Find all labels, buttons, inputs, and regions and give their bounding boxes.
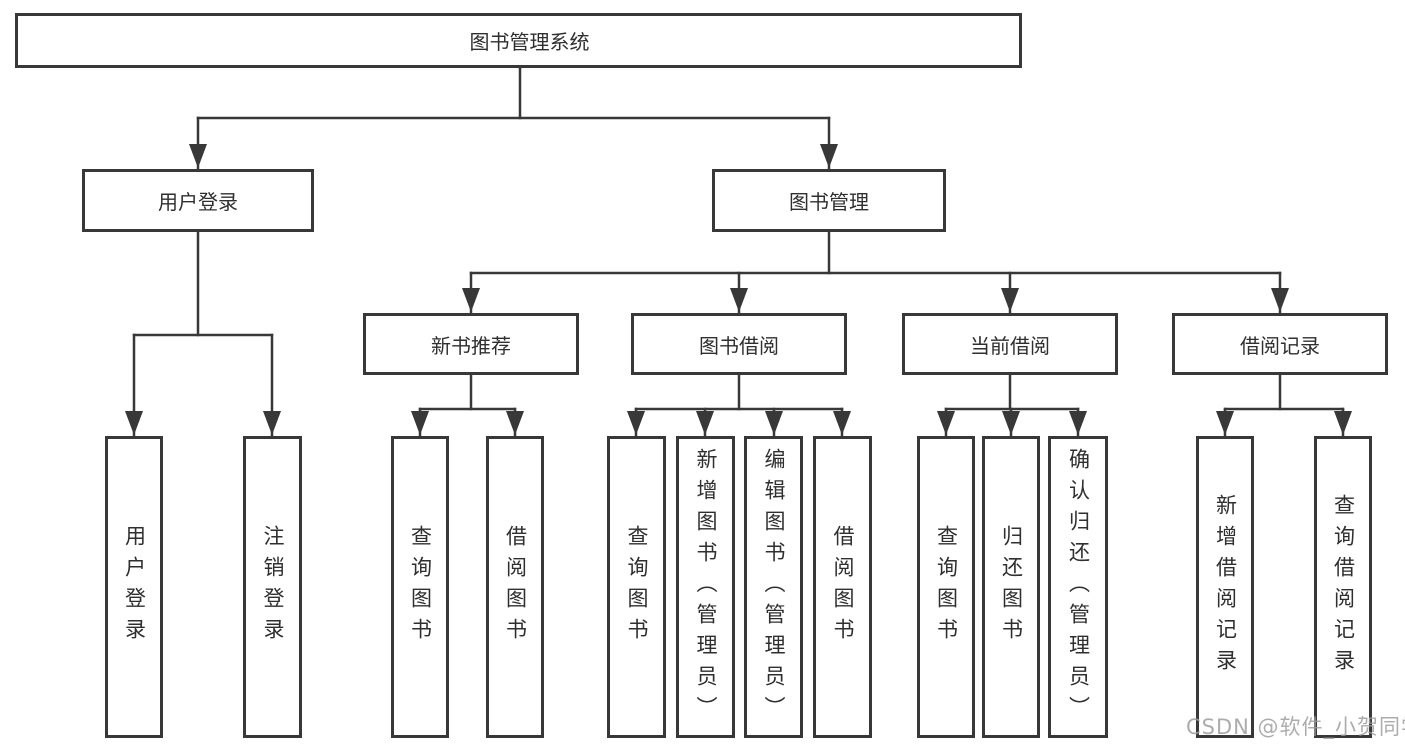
node-user-login: 用户登录: [82, 169, 314, 232]
leaf-borrow-books-recommend: 借阅图书: [486, 436, 544, 738]
leaf-confirm-return-admin-label: 确认归还（管理员）: [1066, 447, 1091, 727]
leaf-edit-books-admin-label: 编辑图书（管理员）: [762, 447, 786, 727]
leaf-query-borrow-record: 查询借阅记录: [1314, 436, 1372, 738]
leaf-add-books-admin: 新增图书（管理员）: [676, 436, 735, 738]
leaf-query-books-current-label: 查询图书: [934, 525, 959, 649]
node-book-borrowing: 图书借阅: [631, 313, 847, 375]
leaf-return-books-label: 归还图书: [999, 525, 1024, 649]
node-borrowing-records: 借阅记录: [1172, 313, 1388, 375]
leaf-query-books-recommend: 查询图书: [391, 436, 449, 738]
leaf-add-borrow-record-label: 新增借阅记录: [1213, 494, 1238, 680]
node-new-book-recommendation: 新书推荐: [363, 313, 579, 375]
node-library-system-label: 图书管理系统: [469, 30, 590, 54]
leaf-logout: 注销登录: [243, 436, 302, 738]
leaf-logout-label: 注销登录: [261, 525, 285, 649]
node-borrowing-records-label: 借阅记录: [1240, 333, 1320, 358]
node-user-login-label: 用户登录: [158, 190, 238, 214]
leaf-query-books-borrowing-label: 查询图书: [625, 525, 649, 649]
node-library-system: 图书管理系统: [15, 13, 1022, 68]
leaf-borrow-books-borrowing: 借阅图书: [813, 436, 872, 738]
leaf-add-borrow-record: 新增借阅记录: [1196, 436, 1254, 738]
leaf-query-books-current: 查询图书: [917, 436, 975, 738]
leaf-query-books-recommend-label: 查询图书: [408, 525, 433, 649]
node-current-borrowing: 当前借阅: [902, 313, 1118, 375]
leaf-return-books: 归还图书: [982, 436, 1040, 738]
node-book-management-label: 图书管理: [789, 190, 869, 214]
leaf-confirm-return-admin: 确认归还（管理员）: [1048, 436, 1108, 738]
node-book-management: 图书管理: [712, 169, 946, 232]
leaf-user-login-label: 用户登录: [122, 525, 147, 649]
watermark-text: CSDN @软件_小贺同学: [1186, 715, 1405, 739]
node-new-book-recommendation-label: 新书推荐: [431, 333, 511, 358]
node-book-borrowing-label: 图书借阅: [699, 333, 779, 358]
leaf-borrow-books-borrowing-label: 借阅图书: [831, 525, 855, 649]
leaf-edit-books-admin: 编辑图书（管理员）: [744, 436, 803, 738]
leaf-borrow-books-recommend-label: 借阅图书: [503, 525, 528, 649]
leaf-query-borrow-record-label: 查询借阅记录: [1331, 494, 1356, 680]
leaf-user-login: 用户登录: [105, 436, 163, 738]
node-current-borrowing-label: 当前借阅: [970, 333, 1050, 358]
leaf-query-books-borrowing: 查询图书: [607, 436, 666, 738]
leaf-add-books-admin-label: 新增图书（管理员）: [694, 447, 718, 727]
